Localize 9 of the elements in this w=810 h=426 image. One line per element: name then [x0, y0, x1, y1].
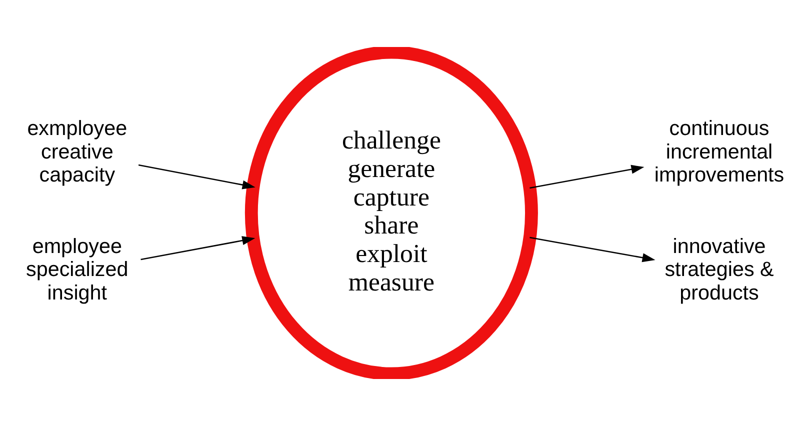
- arrow: [530, 236, 656, 262]
- arrow: [138, 164, 256, 190]
- node-text: innovative strategies & products: [664, 234, 774, 304]
- node-text: employee specialized insight: [26, 234, 128, 304]
- node-text: exmployee creative capacity: [27, 117, 128, 187]
- node-text: continuous incremental improvements: [654, 117, 784, 187]
- arrow: [140, 236, 256, 260]
- arrow: [530, 164, 644, 189]
- node-ellipse: challenge generate capture share exploit measure: [244, 47, 538, 379]
